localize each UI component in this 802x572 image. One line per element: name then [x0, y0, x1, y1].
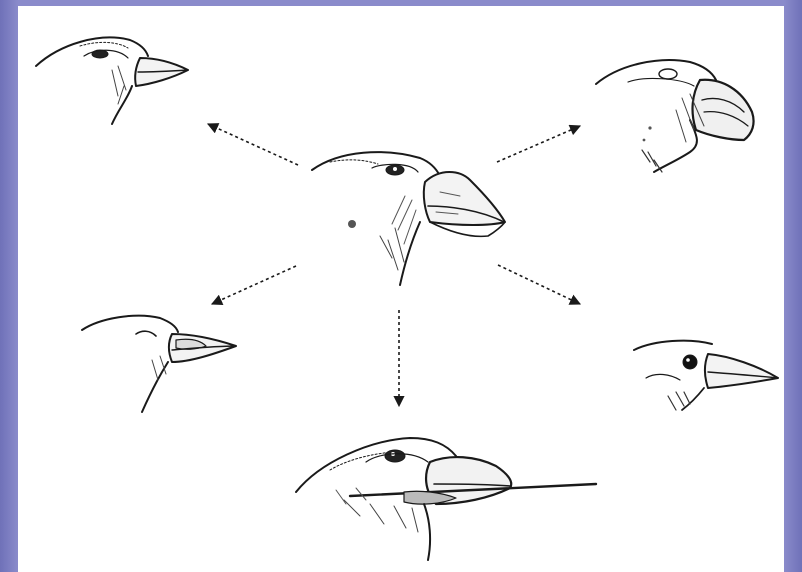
finch-head-pointed-beak-icon: [36, 38, 188, 124]
finch-head-parrot-beak-icon: [596, 60, 754, 172]
finch-head-heavy-beak-icon: [312, 152, 505, 285]
arrow-to-mid-right: [498, 265, 580, 304]
finch-head-tool-using-icon: [296, 438, 596, 560]
arrow-to-top-right: [497, 126, 580, 162]
arrow-to-top-left: [208, 124, 298, 165]
arrow-to-mid-left: [212, 266, 296, 304]
finch-head-slender-beak-icon: [634, 341, 778, 410]
finch-head-small-beak-icon: [82, 316, 236, 412]
